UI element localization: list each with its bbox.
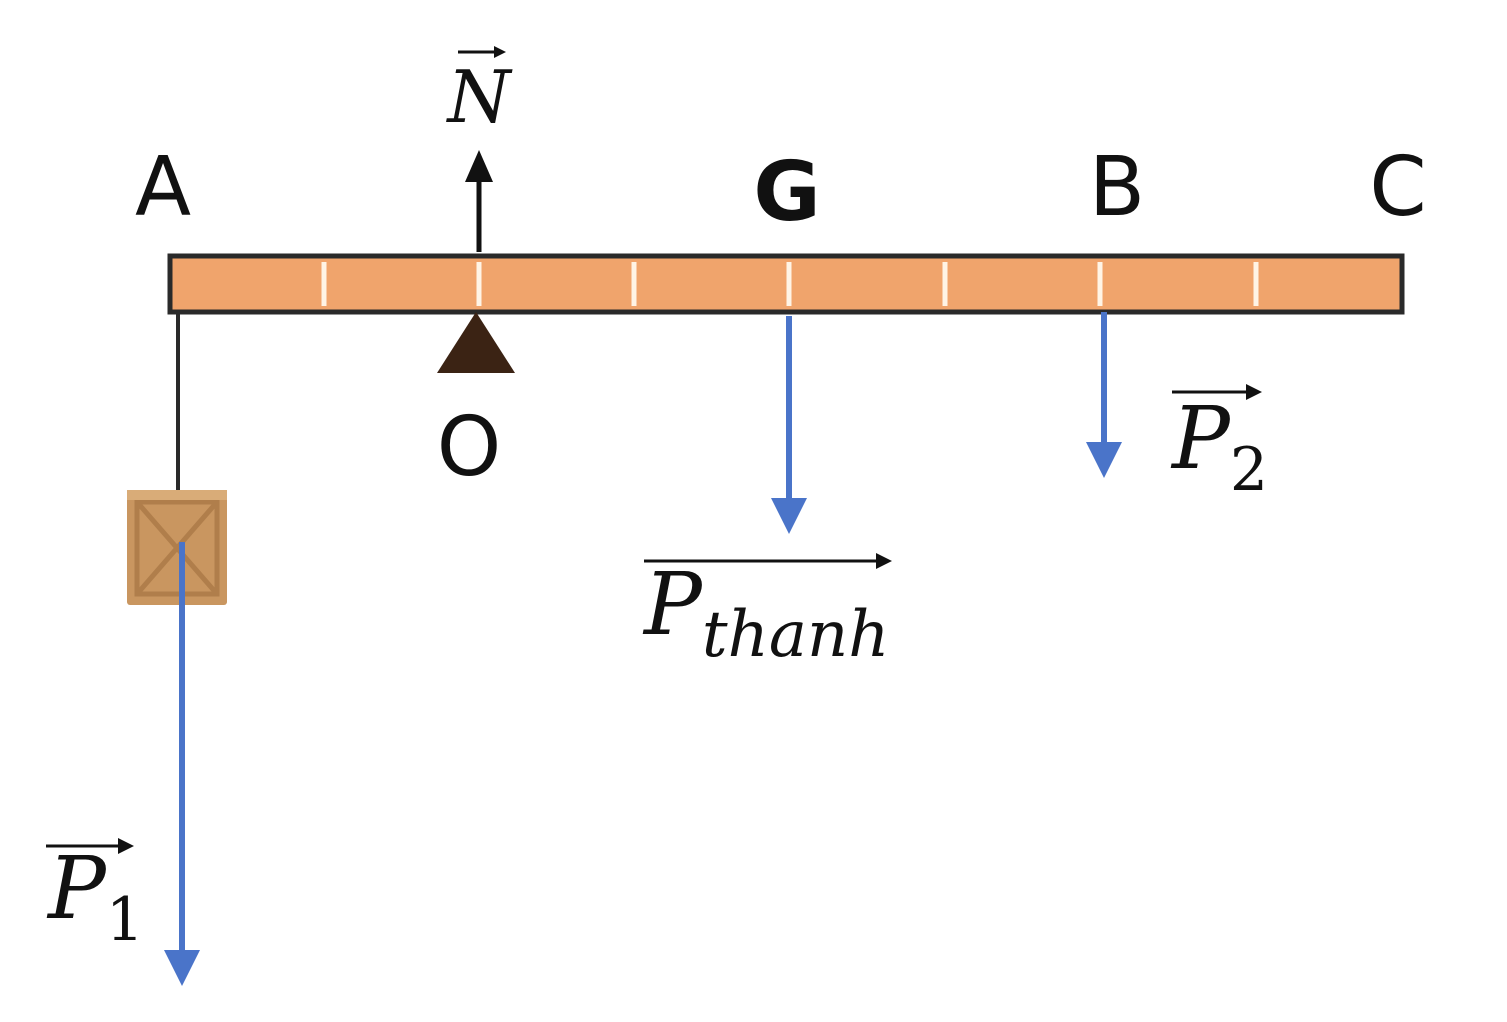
pivot-triangle <box>437 312 515 373</box>
label-n: N <box>446 46 514 139</box>
label-p2-text: P2 <box>1170 389 1268 505</box>
label-p-thanh: Pthanh <box>642 553 892 672</box>
point-label-a: A <box>135 140 191 235</box>
point-label-b: B <box>1089 140 1145 235</box>
point-label-c: C <box>1369 140 1426 235</box>
label-n-text: N <box>446 55 514 139</box>
normal-force-arrow <box>465 150 493 252</box>
label-p1: P1 <box>46 838 144 955</box>
point-label-g: G <box>753 145 820 240</box>
rod <box>167 253 1405 315</box>
point-label-o: O <box>437 400 502 495</box>
hanging-box <box>127 490 227 605</box>
rod-body <box>167 253 1405 315</box>
label-p-thanh-text: Pthanh <box>642 555 889 672</box>
label-p1-text: P1 <box>46 839 144 955</box>
label-p2: P2 <box>1170 384 1268 505</box>
